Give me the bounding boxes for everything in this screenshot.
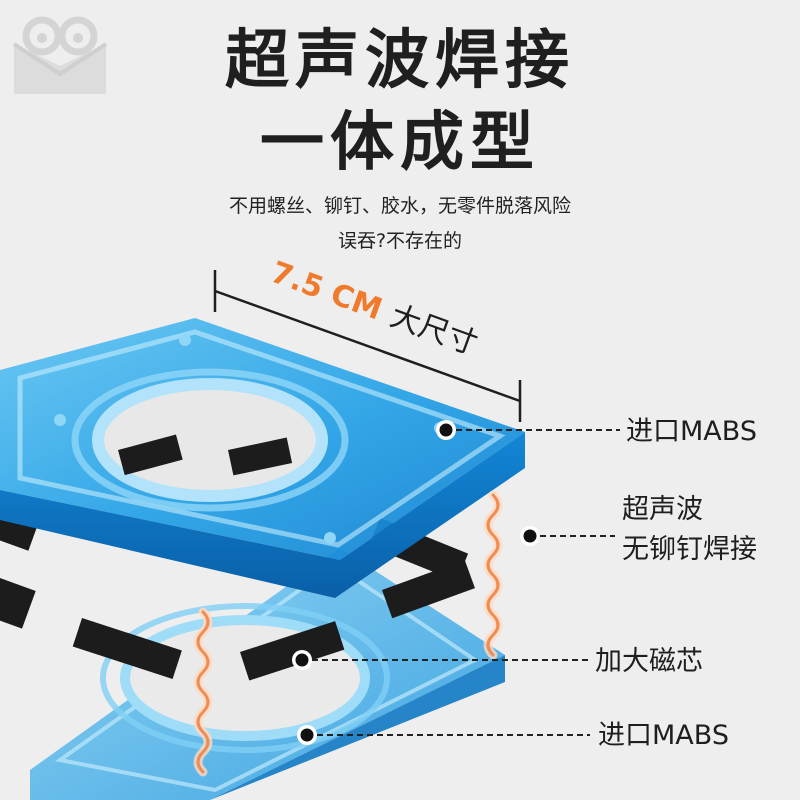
- frog-mail-logo-icon: [12, 16, 108, 94]
- headline-line-2: 一体成型: [260, 106, 540, 180]
- callout-bottom-layer: 进口MABS: [598, 720, 729, 751]
- callout-weld-line-2: 无铆钉焊接: [622, 534, 757, 565]
- dimension-label: 大尺寸: [385, 298, 482, 362]
- callout-magnet-core: 加大磁芯: [595, 646, 703, 677]
- callout-top-layer: 进口MABS: [626, 416, 757, 447]
- dimension-marker: [213, 270, 522, 422]
- weld-wave-icon: [193, 607, 213, 777]
- subtitle-line-2: 误吞?不存在的: [337, 230, 463, 252]
- weld-wave-icon: [483, 490, 503, 660]
- callout-dots: [292, 420, 540, 745]
- headline-line-1: 超声波焊接: [225, 24, 575, 98]
- subtitle-line-1: 不用螺丝、铆钉、胶水，无零件脱落风险: [228, 195, 571, 217]
- callout-weld-line-1: 超声波: [622, 494, 703, 525]
- callout-leaders: [302, 429, 620, 736]
